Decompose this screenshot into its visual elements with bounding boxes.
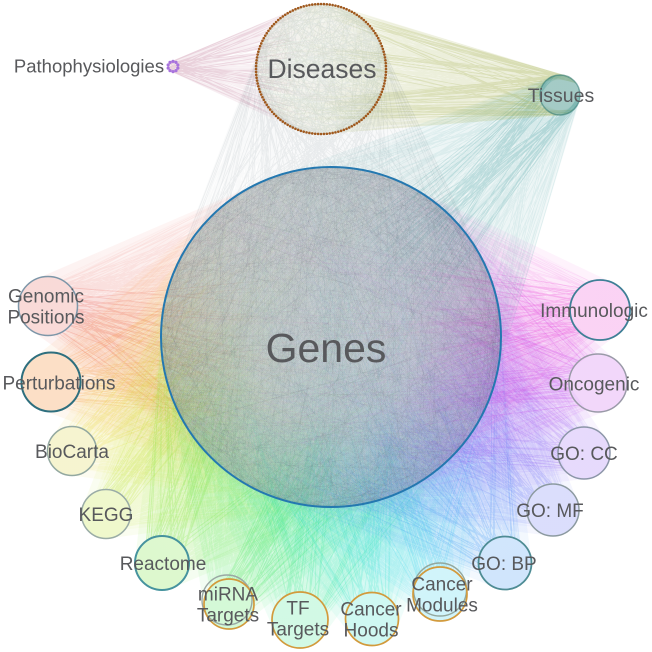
node-circle (134, 535, 190, 591)
node-circle (344, 591, 400, 647)
node-dot-ring (166, 59, 180, 74)
node-label-tissues: Tissues (528, 85, 595, 107)
node-diseases[interactable] (254, 2, 388, 136)
node-circle (557, 426, 611, 480)
node-circle (526, 483, 580, 537)
node-circle (477, 535, 533, 591)
node-label-go_cc: GO: CC (550, 444, 618, 465)
node-circle (568, 353, 628, 413)
node-circle (203, 578, 255, 630)
node-circle (20, 351, 82, 413)
edge-bundle-genes-internal (160, 166, 502, 508)
node-label-perturbations: Perturbations (2, 373, 115, 394)
node-label-biocarta: BioCarta (35, 442, 109, 463)
node-label-pathophysiologies: Pathophysiologies (14, 56, 164, 77)
node-circle (271, 591, 329, 649)
edge-bundle-diseases-internal-olive (255, 3, 387, 135)
node-circle (46, 425, 98, 477)
node-label-immunologic: Immunologic (540, 301, 648, 322)
node-label-kegg: KEGG (79, 505, 134, 526)
node-circle (17, 275, 79, 337)
node-label-oncogenic: Oncogenic (549, 374, 640, 395)
node-genomic_positions[interactable] (17, 275, 79, 337)
node-circle (412, 566, 468, 622)
node-go_cc[interactable] (557, 426, 611, 480)
node-genes[interactable] (160, 166, 502, 508)
node-immunologic[interactable] (569, 279, 631, 341)
node-pathophysiologies[interactable] (166, 59, 180, 74)
node-dot-ring (254, 2, 388, 136)
node-cancer_modules[interactable] (412, 562, 468, 622)
node-go_bp[interactable] (477, 535, 533, 591)
node-label-reactome: Reactome (120, 554, 207, 575)
node-label-diseases: Diseases (268, 54, 377, 84)
nodes (17, 2, 631, 649)
node-circle (160, 166, 502, 508)
node-kegg[interactable] (80, 488, 132, 540)
node-go_mf[interactable] (526, 483, 580, 537)
node-labels: Genes Diseases PathophysiologiesTissuesGen… (2, 54, 647, 641)
node-biocarta[interactable] (46, 425, 98, 477)
node-label-genes: Genes (266, 325, 387, 371)
edge-bundle-diseases-internal (255, 3, 387, 135)
node-ghost-ring (201, 574, 253, 626)
node-oncogenic[interactable] (568, 353, 628, 413)
node-cancer_hoods[interactable] (344, 591, 400, 647)
node-tissues[interactable] (539, 74, 581, 116)
node-reactome[interactable] (134, 535, 190, 591)
node-label-go_mf: GO: MF (516, 501, 584, 522)
node-perturbations[interactable] (20, 351, 82, 413)
node-label-go_bp: GO: BP (471, 554, 536, 575)
node-circle (569, 279, 631, 341)
node-circle (539, 74, 581, 116)
edge-bundle-diseases-genes-pass1 (160, 36, 502, 508)
node-tf_targets[interactable] (271, 591, 329, 649)
node-mirna_targets[interactable] (201, 574, 255, 630)
edge-bundles (18, 3, 631, 648)
node-circle (80, 488, 132, 540)
